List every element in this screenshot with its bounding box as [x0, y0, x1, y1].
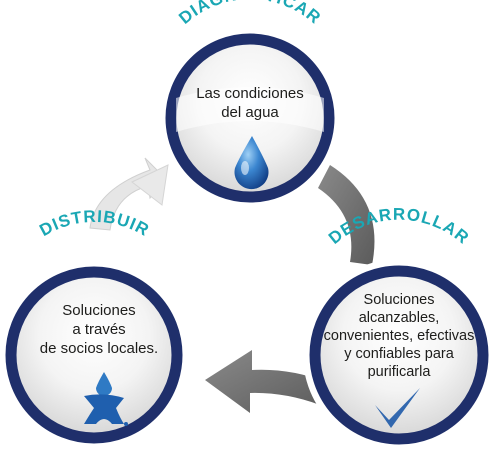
arrow-distribute-to-diagnose: [89, 157, 169, 231]
svg-text:DISTRIBUIR: DISTRIBUIR: [36, 207, 152, 240]
arrow-diagnose-to-develop: [318, 165, 375, 265]
checkmark-icon: [375, 388, 420, 428]
water-figure-logo: [84, 372, 128, 426]
arrow-develop-to-distribute: [205, 350, 326, 413]
diagnose-text: Las condiciones del agua: [196, 85, 304, 121]
svg-text:DIAGNOSTICAR: DIAGNOSTICAR: [175, 0, 325, 28]
water-drop-icon: [234, 136, 269, 190]
diagnose-node: [159, 27, 341, 209]
develop-node: [303, 259, 495, 451]
develop-text: Soluciones alcanzables, convenientes, ef…: [323, 292, 475, 380]
diagnose-title: DIAGNOSTICAR: [175, 0, 324, 28]
distribute-text: Soluciones a través de socios locales.: [39, 302, 159, 357]
distribute-node: [0, 260, 189, 450]
distribute-title: DISTRIBUIR: [36, 207, 151, 240]
